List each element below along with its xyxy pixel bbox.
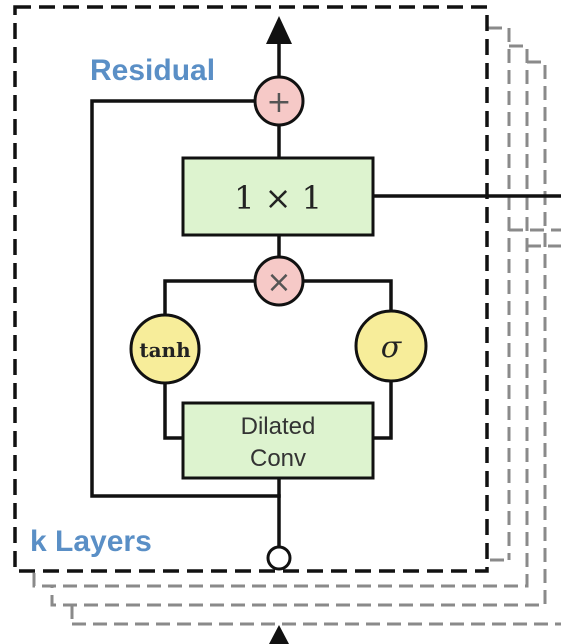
stack-skip-lines [509,228,561,248]
stack-frame-1 [488,26,511,562]
tanh-to-conv-wire [163,375,185,440]
sigma-gate: σ [354,309,428,383]
dilated-conv: Dilated Conv [181,401,375,480]
stacked-layer-frames [32,26,561,626]
residual-label: Residual [90,54,215,87]
one-by-one-box [181,156,375,237]
tanh-gate: tanh [129,313,201,385]
add-circle [253,75,305,127]
main-layer-frame [13,5,489,573]
times-icon: × [266,265,291,300]
times-to-tanh-wire [163,279,258,324]
bottom-arrowhead [269,625,289,644]
tanh-circle [129,313,201,385]
one-by-one-conv: 1 × 1 [181,156,375,237]
output-arrowhead [266,16,292,44]
sigma-circle [354,309,428,383]
layers-label: k Layers [30,525,152,558]
add-node: + [253,75,305,127]
stack-frame-3 [50,60,547,607]
residual-wire [90,99,281,498]
times-to-sigma-wire [300,279,393,322]
wires [90,38,561,644]
dilated-conv-label-line2: Conv [250,445,306,472]
sigma-label: σ [381,330,403,365]
sigma-to-conv-wire [371,376,393,440]
tanh-label: tanh [139,338,191,362]
dilated-conv-box [181,401,375,480]
input-node [266,545,292,571]
dilated-conv-label-line1: Dilated [241,413,316,440]
multiply-circle [253,255,305,307]
stack-frame-2 [32,44,529,588]
plus-icon: + [266,85,291,120]
multiply-node: × [253,255,305,307]
one-by-one-label: 1 × 1 [234,179,322,217]
